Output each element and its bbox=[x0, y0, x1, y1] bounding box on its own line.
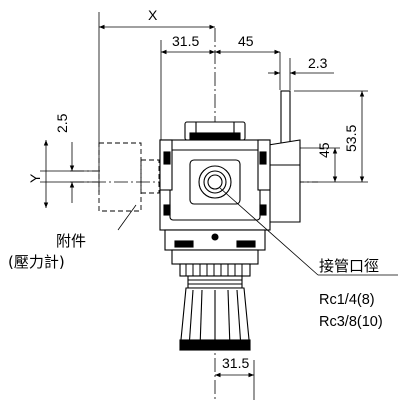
dim-left-small-label: 2.5 bbox=[54, 113, 70, 133]
accessory-label-line1: 附件 bbox=[56, 232, 86, 250]
port-leader bbox=[219, 187, 319, 276]
dim-right-short-label: 45 bbox=[316, 142, 332, 158]
dimension-lines bbox=[43, 24, 365, 378]
dim-bracket-label: 2.3 bbox=[308, 55, 328, 71]
port-size-2: Rc3/8(10) bbox=[319, 314, 383, 330]
port-size-1: Rc1/4(8) bbox=[319, 292, 375, 308]
mounting-bracket bbox=[261, 90, 301, 223]
dim-bottom-label: 31.5 bbox=[222, 355, 249, 371]
leader-lines bbox=[117, 187, 398, 276]
dim-y-label: Y bbox=[27, 173, 43, 183]
dim-top-right-label: 45 bbox=[238, 33, 254, 49]
dim-right-long-label: 53.5 bbox=[343, 125, 359, 152]
regulator-body bbox=[159, 121, 271, 351]
accessory-leader bbox=[117, 204, 137, 231]
dim-x-label: X bbox=[148, 7, 158, 23]
accessory-label-line2: (壓力計) bbox=[8, 253, 65, 271]
pressure-gauge-outline bbox=[98, 142, 160, 212]
port-size-title: 接管口徑 bbox=[319, 257, 379, 275]
dim-top-offset-label: 31.5 bbox=[172, 33, 199, 49]
